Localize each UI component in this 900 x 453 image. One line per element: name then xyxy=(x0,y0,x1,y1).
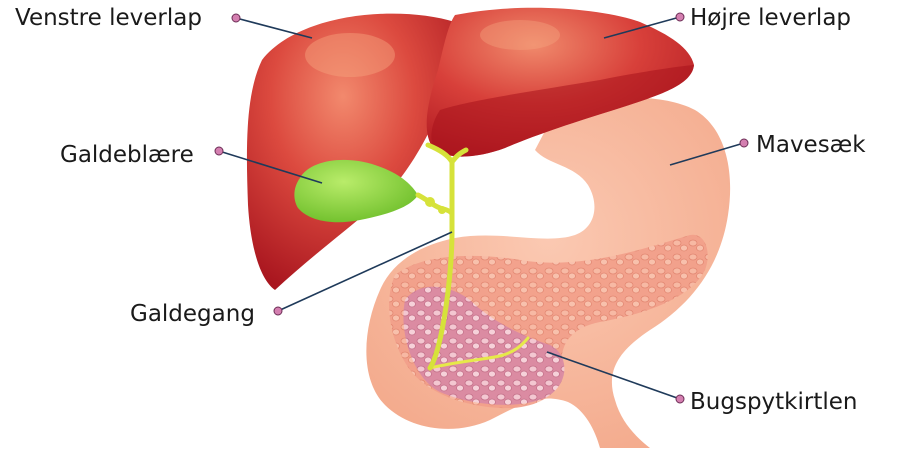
leader-dot-left-liver xyxy=(231,13,241,23)
leader-line-bile-duct xyxy=(277,231,453,312)
leader-line-stomach xyxy=(669,142,745,166)
liver-highlight xyxy=(305,33,395,77)
label-pancreas: Bugspytkirtlen xyxy=(690,389,858,415)
leader-dot-gallbladder xyxy=(214,146,224,156)
leader-dot-pancreas xyxy=(675,394,685,404)
label-right-liver-lobe: Højre leverlap xyxy=(690,5,852,31)
leader-line-right-liver xyxy=(603,16,681,39)
left-liver-lobe-shape xyxy=(246,13,461,291)
duct-node xyxy=(438,206,446,214)
liver-highlight-right xyxy=(480,20,560,50)
leader-dot-stomach xyxy=(739,138,749,148)
right-liver-lobe-shadow xyxy=(431,65,694,157)
label-left-liver-lobe: Venstre leverlap xyxy=(15,5,202,31)
gallbladder-shape xyxy=(294,159,418,223)
bile-duct-shape xyxy=(415,142,469,371)
leader-dot-bile-duct xyxy=(273,306,283,316)
pancreatic-duct xyxy=(428,336,530,370)
leader-line-pancreas xyxy=(546,351,681,400)
leader-line-left-liver xyxy=(235,17,313,39)
label-stomach: Mavesæk xyxy=(756,132,866,158)
duct-node xyxy=(425,197,435,207)
label-gallbladder: Galdeblære xyxy=(60,142,194,168)
leader-line-gallbladder xyxy=(218,150,323,184)
leader-dot-right-liver xyxy=(675,12,685,22)
label-bile-duct: Galdegang xyxy=(130,301,255,327)
